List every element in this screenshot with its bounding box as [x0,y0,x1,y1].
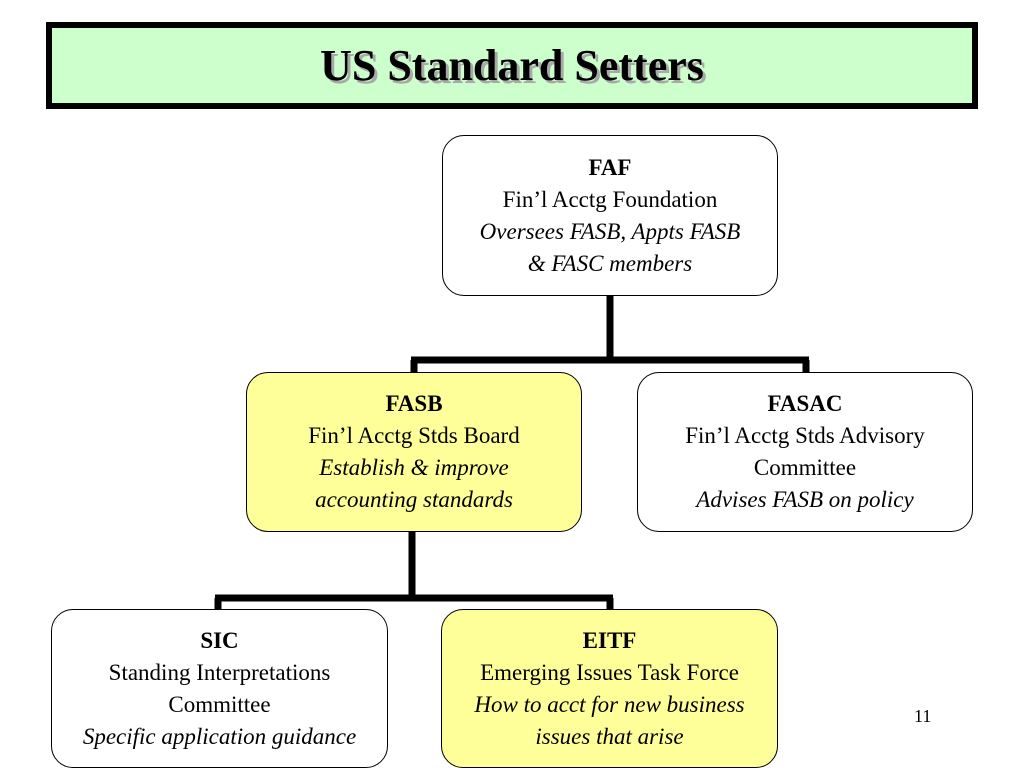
eitf-description: How to acct for new business issues that… [474,691,745,749]
fasb-name: Fin’l Acctg Stds Board [308,423,520,448]
fasac-description: Advises FASB on policy [696,487,914,512]
fasb-description: Establish & improve accounting standards [315,455,513,512]
page-number: 11 [914,706,932,726]
node-fasac: FASAC Fin’l Acctg Stds Advisory Committe… [637,372,973,532]
eitf-acronym: EITF [582,627,637,653]
faf-name: Fin’l Acctg Foundation [502,186,718,212]
sic-description: Specific application guidance [82,723,357,749]
node-faf: FAF Fin’l Acctg Foundation Oversees FASB… [442,135,778,296]
slide-title: US Standard Setters [320,41,704,90]
sic-name: Standing Interpretations Committee [108,659,331,717]
faf-description: Oversees FASB, Appts FASB & FASC members [479,218,741,276]
fasac-acronym: FASAC [767,391,843,416]
title-banner: US Standard Setters [46,22,978,109]
faf-acronym: FAF [588,154,632,180]
node-eitf: EITF Emerging Issues Task Force How to a… [441,609,778,768]
fasac-name: Fin’l Acctg Stds Advisory Committee [685,423,925,480]
fasb-acronym: FASB [385,391,443,416]
eitf-name: Emerging Issues Task Force [480,659,739,685]
node-fasb: FASB Fin’l Acctg Stds Board Establish & … [246,372,582,532]
node-sic: SIC Standing Interpretations Committee S… [51,609,388,768]
sic-acronym: SIC [200,627,239,653]
